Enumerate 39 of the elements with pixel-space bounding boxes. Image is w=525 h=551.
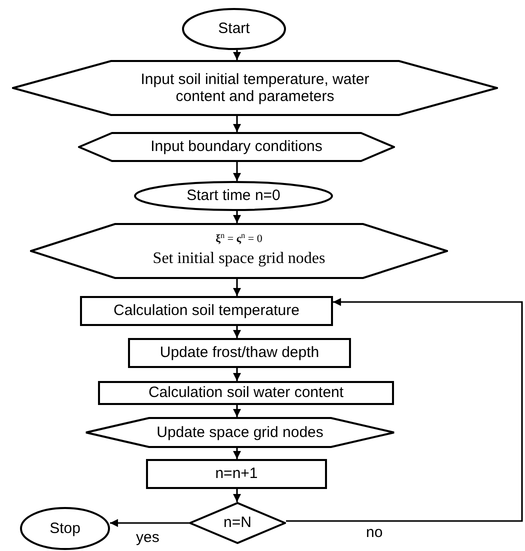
edge-label: yes xyxy=(136,530,160,545)
arrow xyxy=(233,368,241,381)
decision-diamond xyxy=(189,502,286,544)
node-text: Set initial space grid nodes xyxy=(152,250,326,269)
preparation-hexagon xyxy=(12,60,498,116)
terminal-ellipse xyxy=(20,507,110,550)
arrow xyxy=(233,279,241,296)
node-text: n=N xyxy=(224,514,252,532)
preparation-hexagon xyxy=(85,417,395,448)
node-text: Start time n=0 xyxy=(186,187,280,205)
node-text: n=n+1 xyxy=(215,465,258,483)
arrow xyxy=(233,116,241,132)
arrow xyxy=(110,519,189,527)
arrow xyxy=(233,326,241,338)
arrow xyxy=(286,298,523,522)
process-box xyxy=(146,459,327,489)
edge-label: no xyxy=(366,525,383,540)
node-text: Calculation soil water content xyxy=(148,384,344,402)
node-text: ξ$^{n}$ = ς$^{n}$ = 0 xyxy=(216,233,262,246)
node-text: Calculation soil temperature xyxy=(114,302,300,320)
node-text: Update frost/thaw depth xyxy=(160,344,320,362)
process-box xyxy=(80,296,333,326)
node-text: Stop xyxy=(50,520,80,538)
preparation-hexagon xyxy=(30,223,448,279)
node-text: Update space grid nodes xyxy=(156,424,324,442)
node-text: Input boundary conditions xyxy=(150,138,322,156)
node-text: Input soil initial temperature, water content and parameters xyxy=(140,70,370,106)
terminal-ellipse xyxy=(182,8,286,50)
process-box xyxy=(128,338,351,368)
preparation-hexagon xyxy=(78,132,395,162)
arrow xyxy=(233,448,241,459)
arrow xyxy=(233,162,241,181)
node-text: Start xyxy=(218,20,250,38)
arrow xyxy=(233,50,241,60)
arrow xyxy=(233,405,241,417)
terminal-ellipse xyxy=(134,181,333,211)
process-box xyxy=(98,381,394,405)
arrow xyxy=(233,489,241,502)
arrow xyxy=(233,211,241,223)
